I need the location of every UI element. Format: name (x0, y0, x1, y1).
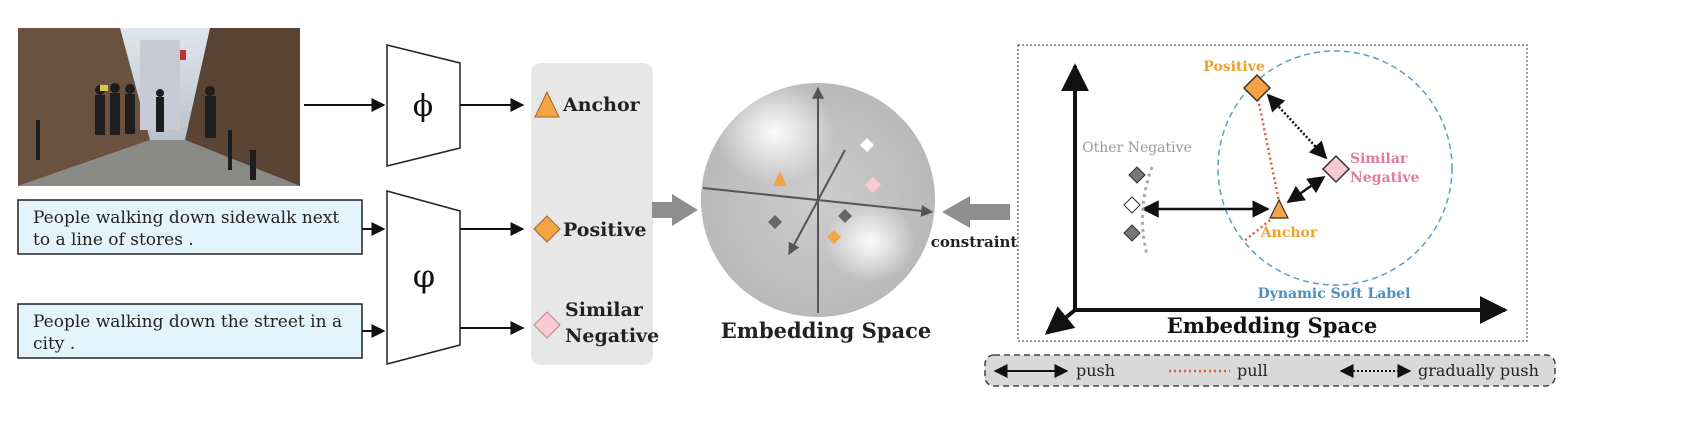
sphere-orange-diamond (827, 230, 841, 244)
sphere-pink-diamond (865, 177, 881, 193)
pull-line-tail (1242, 216, 1275, 243)
caption-box-1: People walking down sidewalk next to a l… (17, 199, 363, 255)
sphere-gray-diamond-2 (838, 209, 852, 223)
caption-box-2: People walking down the street in a city… (17, 303, 363, 359)
soft-label-caption: Dynamic Soft Label (1258, 286, 1411, 302)
positive-label: Positive (563, 219, 647, 241)
detail-positive-diamond (1242, 73, 1272, 103)
detail-similar-negative-line-1: Similar (1350, 151, 1408, 167)
sphere-anchor-triangle (773, 171, 787, 186)
similar-negative-diamond-icon (533, 311, 561, 339)
legend-gradually-push-label: gradually push (1418, 361, 1539, 380)
pull-line (1255, 93, 1282, 207)
soft-label-circle (1217, 50, 1453, 286)
embedding-sphere (701, 80, 935, 317)
anchor-label: Anchor (562, 94, 641, 116)
caption-2-line-1: People walking down the street in a (33, 312, 342, 332)
input-photo (18, 28, 300, 186)
caption-1-line-1: People walking down sidewalk next (33, 208, 339, 228)
detail-embedding-space-title: Embedding Space (1167, 313, 1377, 338)
sphere-gray-diamond-1 (768, 215, 782, 229)
image-encoder: ϕ (386, 44, 461, 167)
sphere-white-diamond (860, 138, 874, 152)
detail-panel: Positive Similar Negative Anchor Other N… (1017, 44, 1528, 342)
anchor-triangle-icon (534, 90, 560, 118)
detail-similar-negative-diamond (1321, 154, 1351, 184)
positive-diamond-icon (533, 215, 561, 243)
other-negative-diamond-2 (1123, 196, 1141, 214)
similar-negative-label-line-2: Negative (565, 325, 659, 347)
legend-push-label: push (1076, 361, 1115, 380)
sphere-axis-depth (788, 149, 846, 256)
image-encoder-symbol: ϕ (413, 89, 433, 124)
caption-2-line-2: city . (33, 334, 75, 354)
similar-negative-label-line-1: Similar (565, 299, 644, 321)
embedding-legend-panel: Anchor Positive Similar Negative (531, 63, 659, 365)
embedding-space-title: Embedding Space (721, 318, 931, 343)
to-embedding-arrow (652, 194, 698, 226)
other-negative-arc (1141, 166, 1154, 256)
push-arrow-similar (1286, 175, 1326, 204)
constraint-arrow (942, 196, 1010, 228)
other-negative-label: Other Negative (1082, 140, 1192, 156)
legend-pull-label: pull (1237, 361, 1268, 380)
detail-similar-negative-line-2: Negative (1350, 170, 1419, 186)
text-encoder-symbol: φ (413, 257, 435, 295)
detail-anchor-triangle (1269, 198, 1289, 219)
detail-axis-z (1044, 306, 1077, 335)
other-negative-diamond-1 (1128, 166, 1146, 184)
constraint-label: constraint (931, 233, 1018, 251)
detail-anchor-label: Anchor (1260, 225, 1318, 241)
legend: push pull gradually push (984, 354, 1556, 387)
caption-1-line-2: to a line of stores . (33, 230, 194, 250)
other-negative-diamond-3 (1123, 224, 1141, 242)
detail-positive-label: Positive (1203, 59, 1265, 75)
text-encoder: φ (386, 190, 461, 365)
